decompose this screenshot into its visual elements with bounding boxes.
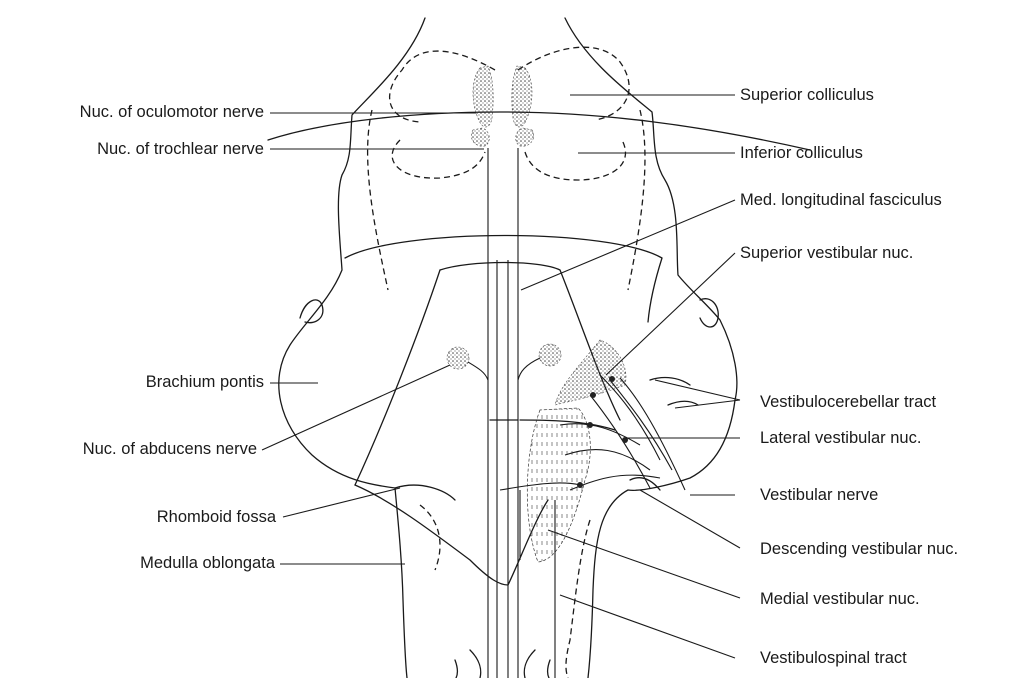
label-medial-vestibular: Medial vestibular nuc.: [760, 591, 920, 608]
label-medulla-oblongata: Medulla oblongata: [140, 555, 275, 572]
leader-med-vest: [548, 530, 740, 598]
label-vestibulospinal: Vestibulospinal tract: [760, 650, 907, 667]
leader-vest-spinal: [560, 595, 735, 658]
abducens-nucleus-left: [447, 347, 469, 369]
rhomboid-fossa-outline: [345, 236, 662, 323]
label-oculomotor-nucleus: Nuc. of oculomotor nerve: [80, 104, 264, 121]
label-descending-vestibular: Descending vestibular nuc.: [760, 541, 958, 558]
label-brachium-pontis: Brachium pontis: [146, 374, 264, 391]
label-mlf: Med. longitudinal fasciculus: [740, 192, 942, 209]
label-vestibulocerebellar: Vestibulocerebellar tract: [760, 394, 936, 411]
label-trochlear-nucleus: Nuc. of trochlear nerve: [97, 141, 264, 158]
label-abducens-nucleus: Nuc. of abducens nerve: [83, 441, 257, 458]
abducens-nucleus-right: [539, 344, 561, 366]
label-superior-vestibular: Superior vestibular nuc.: [740, 245, 913, 262]
leader-rhomboid: [283, 488, 400, 517]
label-inferior-colliculus: Inferior colliculus: [740, 145, 863, 162]
brainstem-outline-right: [565, 18, 737, 678]
brainstem-outline: [279, 18, 425, 678]
label-superior-colliculus: Superior colliculus: [740, 87, 874, 104]
leader-vest-cereb-1: [655, 380, 740, 400]
leader-abducens: [262, 365, 450, 450]
leader-desc-vest: [640, 490, 740, 548]
leader-mlf: [521, 200, 735, 290]
label-rhomboid-fossa: Rhomboid fossa: [157, 509, 276, 526]
label-vestibular-nerve: Vestibular nerve: [760, 487, 878, 504]
label-lateral-vestibular: Lateral vestibular nuc.: [760, 430, 921, 447]
colliculi-arc: [268, 112, 810, 150]
